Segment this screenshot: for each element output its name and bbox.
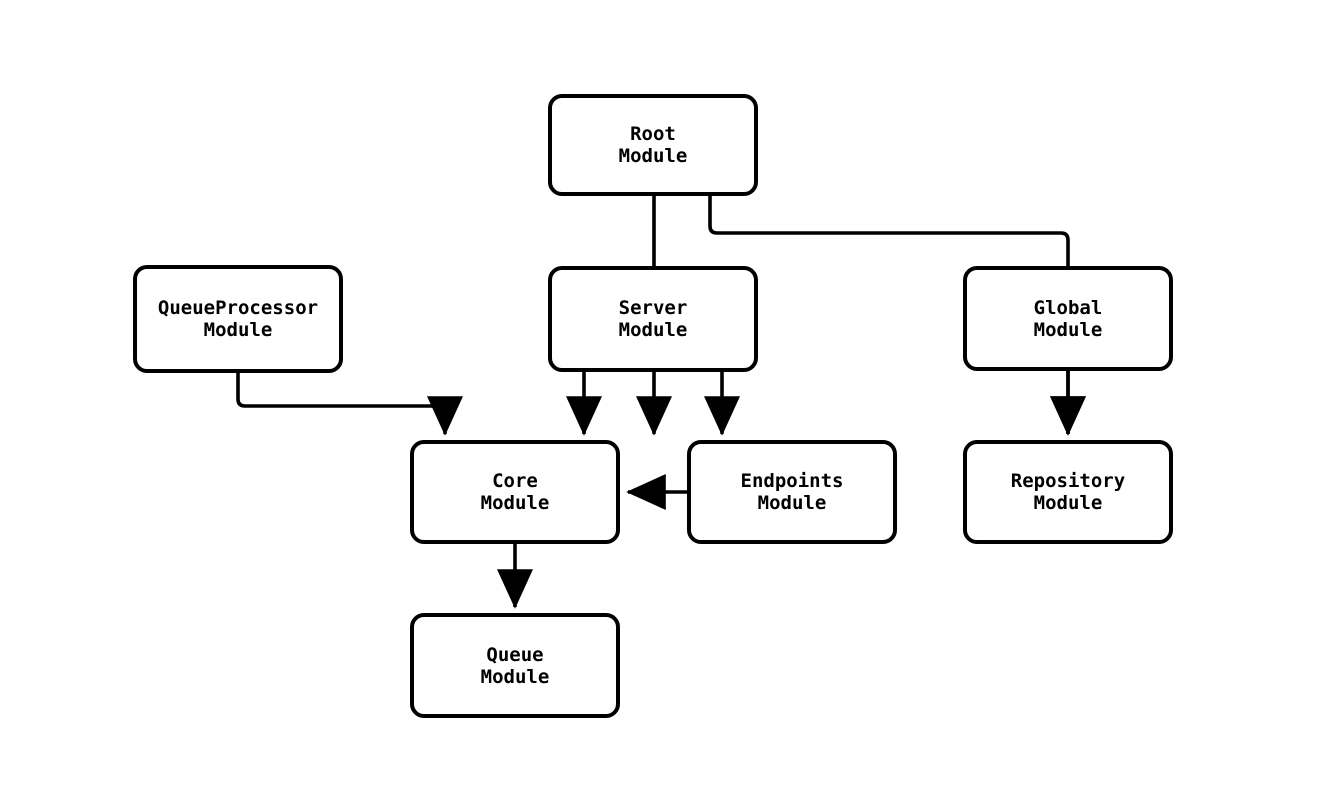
node-repository-label-line2: Module	[1033, 492, 1103, 514]
node-root-label-line2: Module	[618, 145, 688, 167]
node-endpoints[interactable]: Endpoints Module	[687, 440, 897, 544]
node-server-label-line1: Server	[618, 297, 688, 319]
node-queueprocessor-label-line1: QueueProcessor	[157, 297, 319, 319]
node-repository-label-line1: Repository	[1010, 470, 1126, 492]
node-global[interactable]: Global Module	[963, 266, 1173, 371]
node-endpoints-label-line1: Endpoints	[740, 470, 844, 492]
edge-queueprocessor-to-core	[236, 373, 463, 436]
node-core[interactable]: Core Module	[410, 440, 620, 544]
node-global-label-line2: Module	[1033, 318, 1103, 341]
node-root[interactable]: Root Module	[548, 94, 758, 196]
node-global-label-line1: Global	[1033, 296, 1103, 319]
node-queue-label-line2: Module	[480, 665, 550, 688]
node-core-label-line1: Core	[492, 470, 538, 492]
node-root-label-line1: Root	[630, 123, 676, 145]
node-server[interactable]: Server Module	[548, 266, 758, 372]
node-core-label-line2: Module	[480, 492, 550, 514]
node-endpoints-label-line2: Module	[757, 492, 827, 514]
node-queue[interactable]: Queue Module	[410, 613, 620, 718]
node-repository[interactable]: Repository Module	[963, 440, 1173, 544]
node-server-label-line2: Module	[618, 319, 688, 341]
node-queue-label-line1: Queue	[486, 643, 544, 666]
node-queueprocessor[interactable]: QueueProcessor Module	[133, 265, 343, 373]
node-queueprocessor-label-line2: Module	[203, 319, 273, 341]
